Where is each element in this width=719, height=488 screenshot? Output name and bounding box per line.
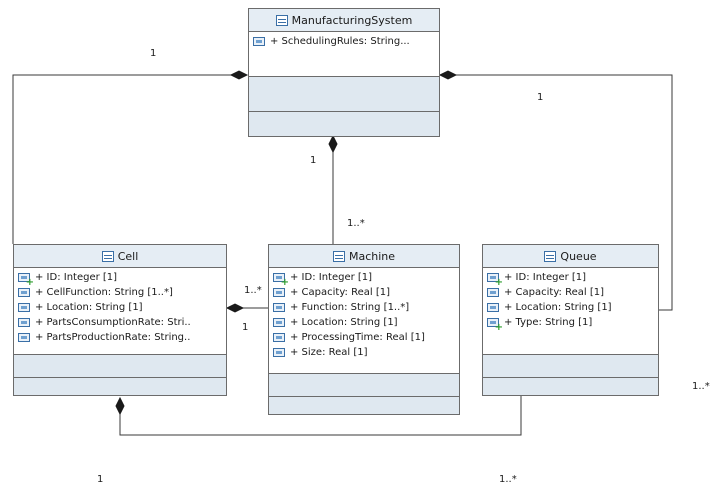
cell-machine-diamond [225,303,245,313]
class-queue[interactable]: Queue + ID: Integer [1] + Capacity: Real… [482,244,659,396]
key-attribute-icon [487,273,503,285]
attribute-icon [487,303,499,312]
attribute-row[interactable]: + PartsProductionRate: String.. [14,330,226,345]
key-attribute-icon [18,273,34,285]
attribute-row[interactable]: + ID: Integer [1] [269,270,459,285]
class-icon [101,250,114,262]
attribute-icon [273,288,285,297]
attribute-text: + PartsProductionRate: String.. [35,332,191,343]
multiplicity-queue-part: 1..* [692,381,710,392]
class-name: Machine [348,249,396,263]
attribute-icon [487,288,499,297]
attribute-icon [18,303,30,312]
class-cell[interactable]: Cell + ID: Integer [1] + CellFunction: S… [13,244,227,396]
ms-cell-diamond [229,70,249,80]
attribute-text: + PartsConsumptionRate: Stri.. [35,317,191,328]
attribute-text: + ID: Integer [1] [504,272,587,283]
attribute-row[interactable]: + Location: String [1] [269,315,459,330]
cell-queue-diamond [115,396,125,416]
attribute-row[interactable]: + SchedulingRules: String... [249,34,439,49]
attribute-icon [273,348,285,357]
key-attribute-icon [273,273,289,285]
attribute-row[interactable]: + Size: Real [1] [269,345,459,360]
class-header: ManufacturingSystem [249,9,439,32]
ms-queue-composition-line [456,74,673,311]
attribute-text: + ID: Integer [1] [35,272,118,283]
operation-compartment [483,355,658,378]
attribute-row[interactable]: + Capacity: Real [1] [483,285,658,300]
multiplicity-cell-queue-part: 1..* [499,474,517,485]
attribute-text: + SchedulingRules: String... [270,36,410,47]
attribute-row[interactable]: + Location: String [1] [14,300,226,315]
class-header: Queue [483,245,658,268]
ms-cell-composition-line [12,74,231,244]
attribute-text: + CellFunction: String [1..*] [35,287,173,298]
attribute-row[interactable]: + Capacity: Real [1] [269,285,459,300]
attribute-compartment: + ID: Integer [1] + CellFunction: String… [14,268,226,355]
class-machine[interactable]: Machine + ID: Integer [1] + Capacity: Re… [268,244,460,415]
attribute-text: + Location: String [1] [35,302,143,313]
multiplicity-machine-part: 1..* [347,218,365,229]
class-icon [275,14,288,26]
attribute-text: + Location: String [1] [290,317,398,328]
class-name: Cell [117,249,139,263]
attribute-row[interactable]: + Type: String [1] [483,315,658,330]
attribute-text: + Capacity: Real [1] [290,287,390,298]
class-header: Cell [14,245,226,268]
attribute-text: + ProcessingTime: Real [1] [290,332,425,343]
attribute-icon [273,333,285,342]
attribute-text: + Function: String [1..*] [290,302,410,313]
attribute-text: + Location: String [1] [504,302,612,313]
class-icon [544,250,557,262]
attribute-row[interactable]: + ID: Integer [1] [14,270,226,285]
attribute-text: + Type: String [1] [504,317,593,328]
key-attribute-icon [487,318,503,330]
multiplicity-cell-machine-whole: 1 [242,322,249,333]
attribute-row[interactable]: + Location: String [1] [483,300,658,315]
class-header: Machine [269,245,459,268]
attribute-text: + Capacity: Real [1] [504,287,604,298]
multiplicity-ms-queue: 1 [537,92,544,103]
attribute-icon [253,37,265,46]
attribute-row[interactable]: + Function: String [1..*] [269,300,459,315]
multiplicity-cell-queue-whole: 1 [97,474,104,485]
operation-compartment [249,77,439,112]
operation-compartment [269,374,459,397]
ms-queue-diamond [438,70,458,80]
operation-compartment [14,355,226,378]
attribute-text: + ID: Integer [1] [290,272,373,283]
cell-queue-composition-line [119,396,522,436]
attribute-row[interactable]: + ProcessingTime: Real [1] [269,330,459,345]
class-name: ManufacturingSystem [291,13,413,27]
attribute-compartment: + ID: Integer [1] + Capacity: Real [1] +… [269,268,459,374]
attribute-compartment: + ID: Integer [1] + Capacity: Real [1] +… [483,268,658,355]
attribute-icon [273,318,285,327]
attribute-icon [18,318,30,327]
attribute-icon [18,288,30,297]
attribute-text: + Size: Real [1] [290,347,368,358]
attribute-icon [273,303,285,312]
class-icon [332,250,345,262]
attribute-row[interactable]: + ID: Integer [1] [483,270,658,285]
attribute-compartment: + SchedulingRules: String... [249,32,439,77]
class-name: Queue [560,249,597,263]
attribute-row[interactable]: + CellFunction: String [1..*] [14,285,226,300]
attribute-row[interactable]: + PartsConsumptionRate: Stri.. [14,315,226,330]
multiplicity-ms-cell: 1 [150,48,157,59]
multiplicity-cell-machine-part: 1..* [244,285,262,296]
class-manufacturing-system[interactable]: ManufacturingSystem + SchedulingRules: S… [248,8,440,137]
ms-machine-diamond [328,134,338,154]
multiplicity-ms-machine: 1 [310,155,317,166]
attribute-icon [18,333,30,342]
